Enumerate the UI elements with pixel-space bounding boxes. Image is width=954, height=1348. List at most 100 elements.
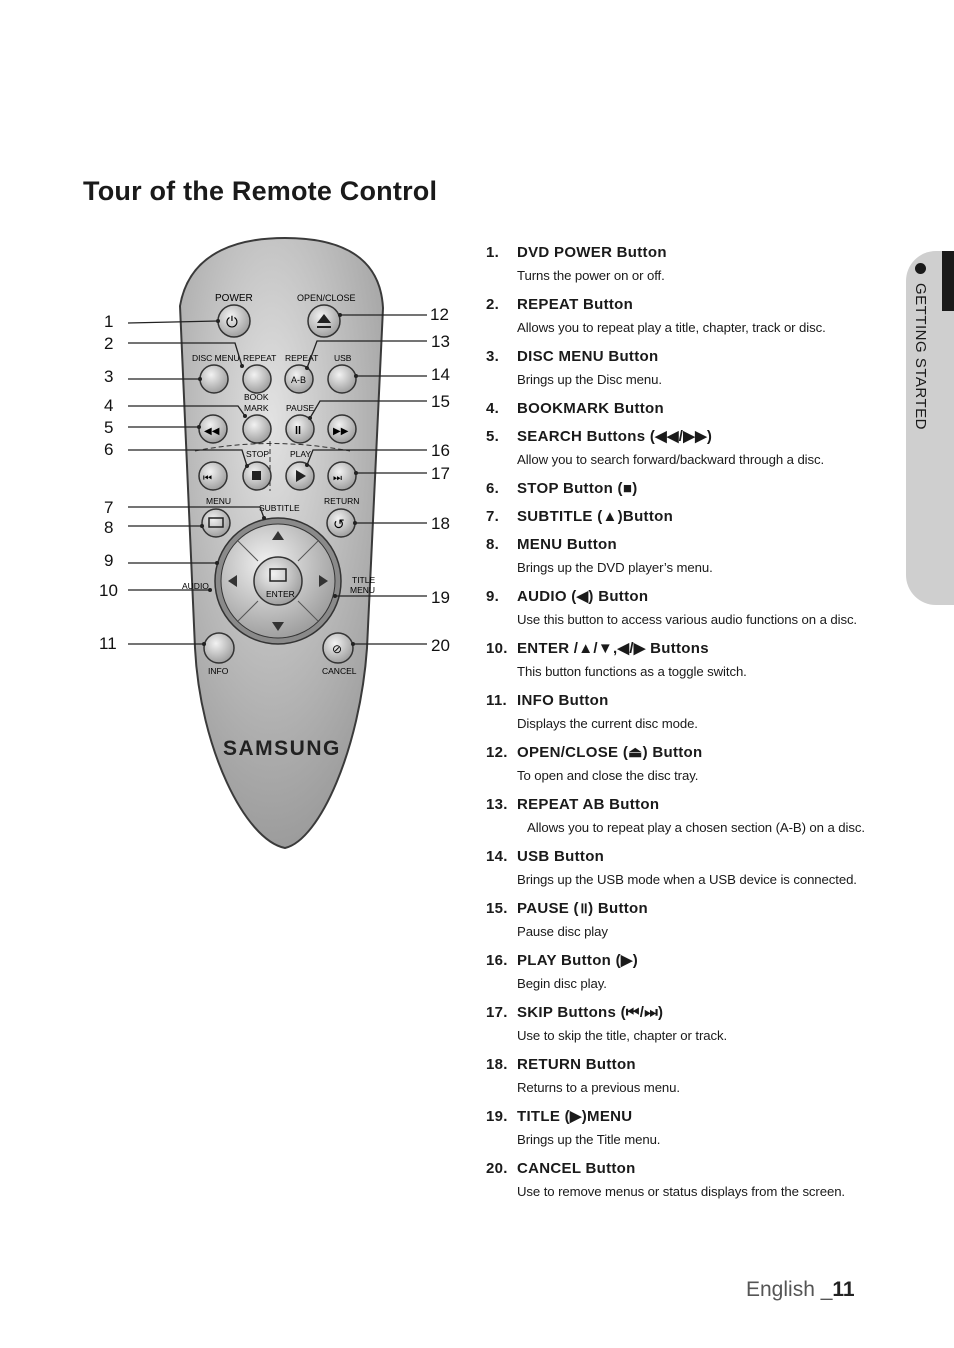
- info-label: INFO: [208, 666, 229, 676]
- right-arrow-icon: [319, 575, 328, 587]
- stop-label: STOP: [246, 449, 269, 459]
- title-menu-label: MENU: [350, 585, 375, 595]
- skip-back-icon: ⏮: [203, 473, 212, 484]
- section-tab-label: GETTING STARTED: [912, 283, 929, 430]
- enter-label: ENTER: [266, 589, 295, 599]
- repeat-label: REPEAT: [243, 353, 276, 363]
- usb-label: USB: [334, 353, 352, 363]
- power-label: POWER: [215, 293, 253, 304]
- callout-8: 8: [104, 518, 113, 537]
- callout-20: 20: [431, 636, 450, 655]
- callout-1: 1: [104, 312, 113, 331]
- tab-marker: [942, 251, 954, 311]
- stop-icon: [252, 471, 261, 480]
- callout-5: 5: [104, 418, 113, 437]
- pause-button: [285, 414, 315, 444]
- cancel-label: CANCEL: [322, 666, 357, 676]
- mark-label: MARK: [244, 403, 269, 413]
- return-label: RETURN: [324, 496, 359, 506]
- book-label: BOOK: [244, 392, 269, 402]
- pause-label: PAUSE: [286, 403, 315, 413]
- info-button: [203, 632, 235, 664]
- skip-forward-icon: ⏭: [333, 473, 342, 484]
- callout-19: 19: [431, 588, 450, 607]
- eject-icon: [317, 314, 331, 328]
- callout-12: 12: [430, 305, 449, 324]
- audio-label: AUDIO: [182, 581, 209, 591]
- bullet-icon: [915, 263, 926, 274]
- open-close-label: OPEN/CLOSE: [297, 293, 356, 303]
- menu-label: MENU: [206, 496, 231, 506]
- play-label: PLAY: [290, 449, 311, 459]
- up-arrow-icon: [272, 531, 284, 540]
- cancel-icon: ⊘: [332, 642, 342, 656]
- callout-6: 6: [104, 440, 113, 459]
- subtitle-label: SUBTITLE: [259, 503, 300, 513]
- list-item: 16.PLAY Button (▶)Begin disc play.: [486, 952, 639, 991]
- callout-17: 17: [431, 464, 450, 483]
- repeat2-label: REPEAT: [285, 353, 318, 363]
- ab-label: A-B: [291, 375, 306, 385]
- cancel-button: [322, 632, 354, 664]
- repeat-ab-button: [284, 364, 314, 394]
- callout-10: 10: [99, 581, 118, 600]
- bookmark-button: [242, 414, 272, 444]
- footer-language: English _: [746, 1278, 833, 1301]
- power-icon: ⏻: [226, 314, 238, 331]
- fast-forward-icon: ▶▶: [333, 426, 349, 437]
- rewind-icon: ◀◀: [204, 426, 220, 437]
- callout-16: 16: [431, 441, 450, 460]
- list-item: 4.BOOKMARK Button: [486, 400, 664, 417]
- callout-3: 3: [104, 367, 113, 386]
- enter-icon: [269, 568, 287, 582]
- callout-2: 2: [104, 334, 113, 353]
- left-arrow-icon: [228, 575, 237, 587]
- callout-15: 15: [431, 392, 450, 411]
- list-item: 17.SKIP Buttons (⏮/⏭)Use to skip the tit…: [486, 1004, 728, 1043]
- play-icon: [296, 470, 306, 482]
- callout-14: 14: [431, 365, 450, 384]
- section-tab: GETTING STARTED: [906, 251, 954, 605]
- menu-button: [201, 508, 231, 538]
- title-label: TITLE: [352, 575, 375, 585]
- disc-menu-button: [199, 364, 229, 394]
- skip-back-button: [198, 461, 228, 491]
- callout-9: 9: [104, 551, 113, 570]
- page-footer: English _11: [746, 1278, 855, 1302]
- usb-button: [327, 364, 357, 394]
- page-title: Tour of the Remote Control: [83, 176, 438, 206]
- callout-13: 13: [431, 332, 450, 351]
- callout-18: 18: [431, 514, 450, 533]
- repeat-button: [242, 364, 272, 394]
- callout-4: 4: [104, 396, 113, 415]
- remote-control-illustration: POWER OPEN/CLOSE DISC MENU REPEAT REPEAT…: [95, 228, 475, 863]
- page-number: 11: [832, 1278, 855, 1301]
- callout-7: 7: [104, 498, 113, 517]
- list-item: 7.SUBTITLE (▲)Button: [486, 508, 674, 525]
- samsung-logo: SAMSUNG: [223, 737, 341, 760]
- skip-forward-button: [327, 461, 357, 491]
- menu-icon: [208, 517, 224, 528]
- down-arrow-icon: [272, 622, 284, 631]
- return-icon: ↺: [333, 516, 345, 532]
- pause-icon: ll: [295, 425, 301, 437]
- disc-menu-label: DISC MENU: [192, 353, 240, 363]
- search-forward-button: [327, 414, 357, 444]
- list-item: 5.SEARCH Buttons (◀◀/▶▶)Allow you to sea…: [486, 428, 825, 467]
- callout-11: 11: [99, 634, 117, 653]
- list-item: 6.STOP Button (■): [486, 480, 638, 497]
